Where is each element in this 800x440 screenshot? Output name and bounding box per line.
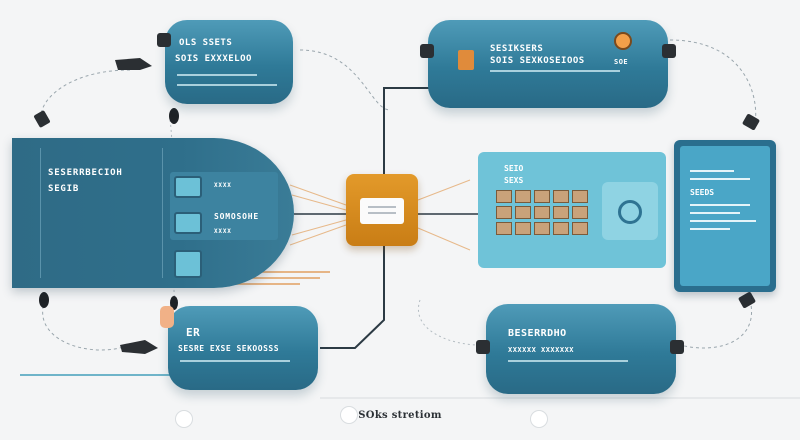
- bottom-right-node: BESERRDHO XXXXXX XXXXXXX: [486, 304, 676, 394]
- top-left-node: OLS SSETS SOIS EXXXELOO: [165, 20, 293, 104]
- bottom-right-node-line: XXXXXX XXXXXXX: [508, 346, 575, 354]
- folder-node: SEIO SEXS: [478, 152, 666, 268]
- top-left-clip-icon: [157, 33, 171, 47]
- fingerprint-icon: [174, 250, 202, 278]
- top-right-node-line: SOIS SEXKOSEIOOS: [490, 56, 585, 66]
- hand-icon: [160, 306, 174, 328]
- bottom-right-right-clip-icon: [670, 340, 684, 354]
- bottom-dot: [175, 410, 193, 428]
- keypad-icon: [496, 190, 592, 242]
- top-right-node-title: SESIKSERS: [490, 44, 544, 54]
- top-right-left-clip-icon: [420, 44, 434, 58]
- bottom-right-left-clip-icon: [476, 340, 490, 354]
- main-panel-title: SESERRBECIOH: [48, 168, 123, 178]
- tablet-node: SEEDS: [674, 140, 776, 292]
- main-panel: SESERRBECIOH SEGIB XXXX SOMOSOHE XXXX: [12, 138, 294, 288]
- bottom-dot: [530, 410, 548, 428]
- diagram-caption: SOks stretiom: [358, 410, 442, 421]
- document-icon: [458, 50, 474, 70]
- avatar-icon: [614, 32, 632, 50]
- folder-node-subtitle: SEXS: [504, 176, 524, 185]
- main-panel-card2-label: SOMOSOHE: [214, 212, 259, 221]
- top-right-badge: SOE: [614, 58, 629, 66]
- pen-icon: [115, 58, 158, 354]
- bottom-left-node-line: SESRE EXSE SEKOOSSS: [178, 344, 280, 353]
- bottom-right-node-title: BESERRDHO: [508, 328, 567, 339]
- fingerprint-icon: [174, 176, 202, 198]
- main-panel-card1-label: XXXX: [214, 182, 232, 189]
- top-left-node-title: OLS SSETS: [179, 38, 233, 48]
- fingerprint-icon: [174, 212, 202, 234]
- bottom-left-node: ER SESRE EXSE SEKOOSSS: [168, 306, 318, 390]
- top-left-node-line: SOIS EXXXELOO: [175, 54, 252, 64]
- top-right-right-clip-icon: [662, 44, 676, 58]
- main-panel-card3-label: XXXX: [214, 228, 232, 235]
- fingerprint-icon: [602, 182, 658, 240]
- document-hub: [346, 174, 418, 246]
- folder-node-title: SEIO: [504, 164, 524, 173]
- tablet-node-title: SEEDS: [690, 188, 715, 197]
- top-right-node: SESIKSERS SOIS SEXKOSEIOOS SOE: [428, 20, 668, 108]
- bottom-dot: [340, 406, 358, 424]
- clip-icon: [34, 110, 760, 308]
- document-icon: [360, 198, 404, 224]
- main-panel-subtitle: SEGIB: [48, 184, 80, 194]
- bottom-left-node-title: ER: [186, 326, 201, 339]
